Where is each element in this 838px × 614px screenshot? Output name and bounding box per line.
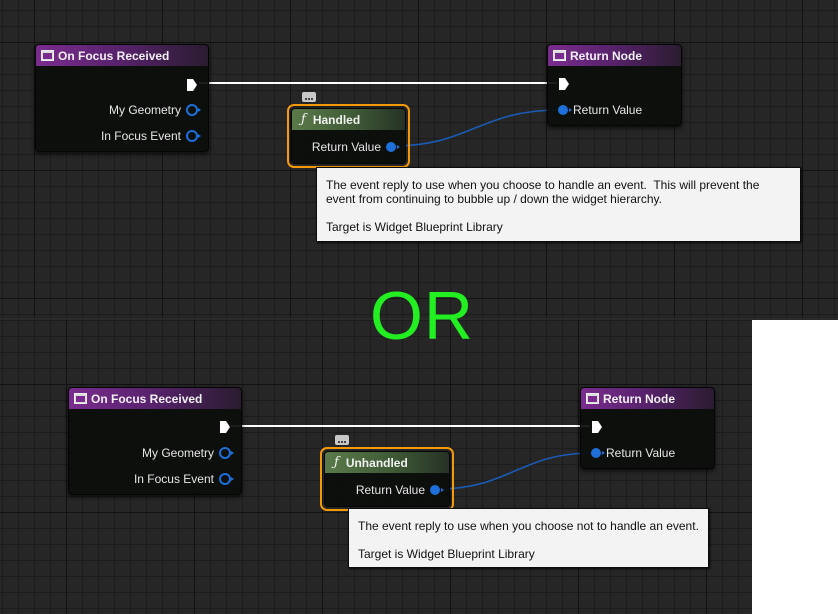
struct-pin-icon — [186, 130, 201, 142]
struct-pin-icon — [219, 473, 234, 485]
pin-in-focus-event[interactable]: In Focus Event — [101, 129, 201, 143]
event-node-icon — [586, 393, 599, 404]
event-node-icon — [74, 393, 87, 404]
pin-return-value[interactable]: Return Value — [591, 446, 675, 460]
struct-pin-icon — [386, 142, 400, 152]
tooltip: The event reply to use when you choose n… — [348, 508, 709, 568]
struct-pin-icon — [186, 104, 201, 116]
struct-pin-icon — [430, 485, 444, 495]
pin-my-geometry[interactable]: My Geometry — [109, 103, 201, 117]
struct-pin-icon — [558, 105, 572, 115]
event-node-on-focus-received[interactable]: On Focus Received My Geometry In Focus E… — [68, 387, 242, 495]
pin-return-value[interactable]: Return Value — [558, 103, 642, 117]
node-title: On Focus Received — [58, 48, 170, 63]
tooltip: The event reply to use when you choose t… — [316, 167, 801, 242]
return-node[interactable]: Return Node Return Value — [580, 387, 715, 469]
struct-pin-icon — [219, 447, 234, 459]
function-node-unhandled[interactable]: ƒ Unhandled Return Value — [320, 447, 454, 511]
function-node-handled[interactable]: ƒ Handled Return Value — [287, 104, 410, 168]
wires-top — [199, 82, 560, 147]
event-node-icon — [553, 50, 566, 61]
or-separator: OR — [370, 278, 474, 354]
node-title: On Focus Received — [91, 391, 203, 406]
pin-in-focus-event[interactable]: In Focus Event — [134, 472, 234, 486]
event-node-icon — [41, 50, 54, 61]
node-title: Handled — [312, 112, 361, 127]
graph-panel-top[interactable]: On Focus Received My Geometry In Focus E… — [0, 0, 838, 318]
wires-bottom — [231, 425, 593, 490]
pin-return-value[interactable]: Return Value — [312, 140, 400, 154]
ellipsis-icon — [302, 92, 316, 102]
pin-return-value[interactable]: Return Value — [356, 483, 444, 497]
pin-my-geometry[interactable]: My Geometry — [142, 446, 234, 460]
node-title: Unhandled — [345, 455, 408, 470]
function-f-icon: ƒ — [334, 455, 339, 470]
return-node[interactable]: Return Node Return Value — [547, 44, 682, 126]
event-node-on-focus-received[interactable]: On Focus Received My Geometry In Focus E… — [35, 44, 209, 152]
ellipsis-icon — [335, 435, 349, 445]
struct-wire — [436, 452, 593, 490]
struct-pin-icon — [591, 448, 605, 458]
node-title: Return Node — [603, 391, 675, 406]
function-f-icon: ƒ — [301, 112, 306, 127]
graph-panel-bottom[interactable]: On Focus Received My Geometry In Focus E… — [0, 320, 752, 614]
node-title: Return Node — [570, 48, 642, 63]
struct-wire — [392, 109, 560, 147]
